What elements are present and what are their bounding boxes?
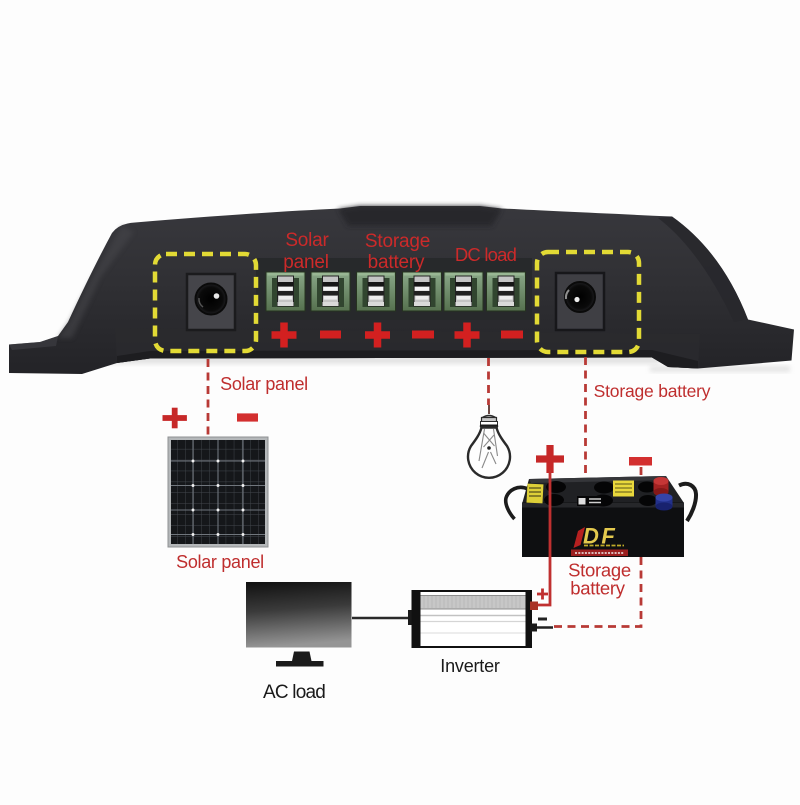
svg-text:Storage: Storage [568,560,631,581]
svg-text:Inverter: Inverter [440,656,500,676]
svg-text:AC load: AC load [263,682,325,703]
svg-text:Solar panel: Solar panel [220,374,308,394]
svg-text:DC load: DC load [455,244,517,265]
svg-text:panel: panel [283,252,329,273]
svg-text:battery: battery [570,578,626,599]
svg-text:Solar panel: Solar panel [176,552,264,572]
svg-text:Storage: Storage [365,231,430,252]
svg-text:DF: DF [583,524,617,549]
svg-text:battery: battery [368,252,425,273]
svg-text:Solar: Solar [285,230,329,251]
svg-text:Storage battery: Storage battery [594,381,711,401]
